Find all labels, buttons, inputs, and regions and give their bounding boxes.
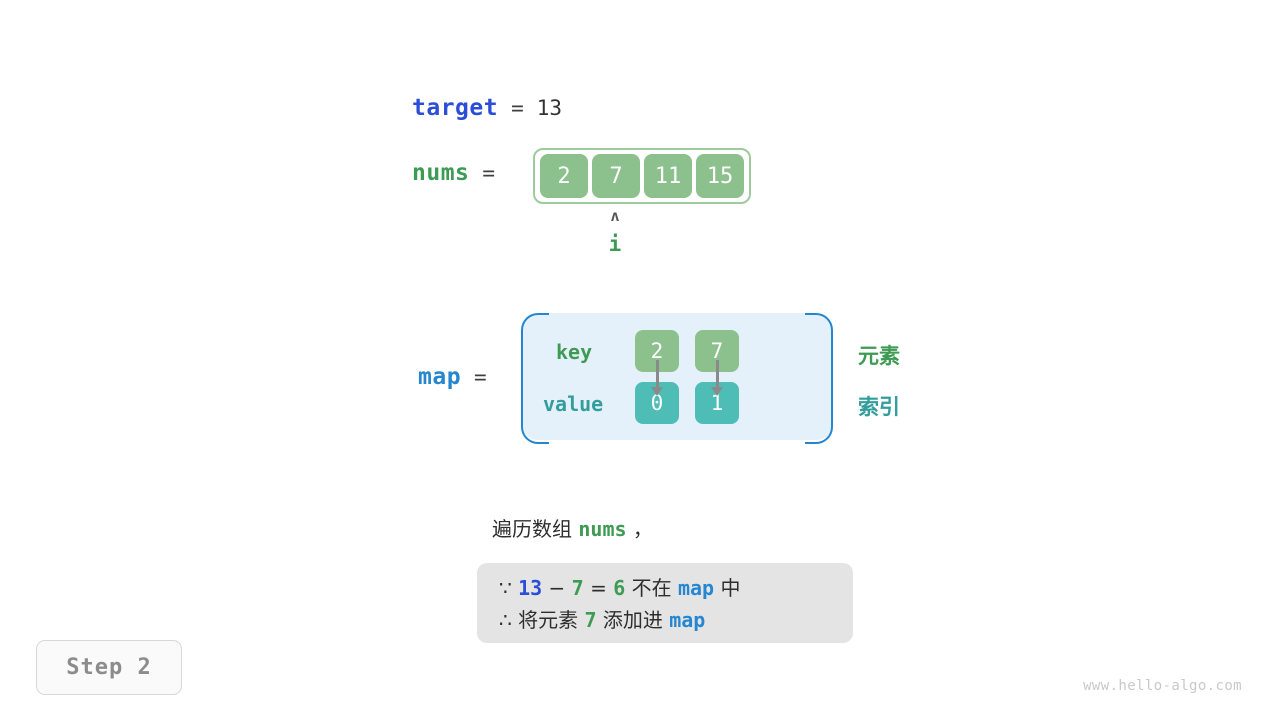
array-cell: 7: [592, 154, 640, 198]
note-current-element: 7: [571, 576, 584, 600]
map-equals-sign: =: [474, 365, 487, 389]
array-cell: 2: [540, 154, 588, 198]
map-link-arrow-icon: [651, 360, 663, 396]
step-badge: Step 2: [36, 640, 182, 695]
note-map-keyword: map: [669, 608, 706, 632]
index-pointer-i: ʌ i: [593, 207, 637, 257]
note-add-into-text: 添加进: [602, 608, 663, 632]
watermark: www.hello-algo.com: [1083, 678, 1242, 694]
nums-assignment: nums =: [412, 160, 495, 186]
map-key-cell: 7: [695, 330, 739, 372]
note-added-element: 7: [584, 608, 597, 632]
nums-array: 2 7 11 15: [533, 148, 751, 204]
note-tail-text: 中: [720, 576, 741, 600]
caption-prefix: 遍历数组: [492, 517, 579, 541]
nums-variable-name: nums: [412, 160, 470, 186]
explanation-line-2: ∴ 将元素 7 添加进 map: [477, 604, 853, 636]
pointer-caret-icon: ʌ: [610, 207, 620, 225]
map-assignment: map =: [418, 364, 487, 390]
caption-line: 遍历数组 nums ，: [492, 513, 653, 542]
target-variable-name: target: [412, 95, 499, 121]
minus-symbol: −: [548, 576, 566, 600]
note-target-value: 13: [518, 576, 543, 600]
note-add-text: 将元素: [518, 608, 579, 632]
because-symbol: ∵: [499, 576, 512, 600]
note-map-keyword: map: [677, 576, 715, 600]
nums-equals-sign: =: [482, 161, 496, 185]
map-variable-name: map: [418, 364, 462, 390]
target-assignment: target = 13: [412, 95, 562, 121]
target-value: 13: [536, 96, 563, 120]
map-link-arrow-icon: [711, 360, 723, 396]
note-not-in-text: 不在: [631, 576, 672, 600]
caption-keyword-nums: nums: [578, 517, 627, 541]
legend-index: 索引: [858, 395, 900, 419]
note-complement-value: 6: [613, 576, 626, 600]
map-left-bracket: [521, 313, 549, 444]
equals-symbol: =: [590, 576, 607, 600]
array-cell: 11: [644, 154, 692, 198]
legend-element: 元素: [858, 344, 900, 368]
map-key-row-label: key: [556, 340, 593, 364]
array-cell: 15: [696, 154, 744, 198]
caption-suffix: ，: [626, 517, 653, 541]
explanation-box: ∵ 13 − 7 = 6 不在 map 中 ∴ 将元素 7 添加进 map: [477, 563, 853, 643]
map-value-row-label: value: [543, 392, 604, 416]
pointer-label-i: i: [608, 232, 622, 256]
explanation-line-1: ∵ 13 − 7 = 6 不在 map 中: [477, 572, 853, 604]
map-right-bracket: [805, 313, 833, 444]
target-equals-sign: =: [511, 96, 524, 120]
therefore-symbol: ∴: [499, 608, 512, 632]
